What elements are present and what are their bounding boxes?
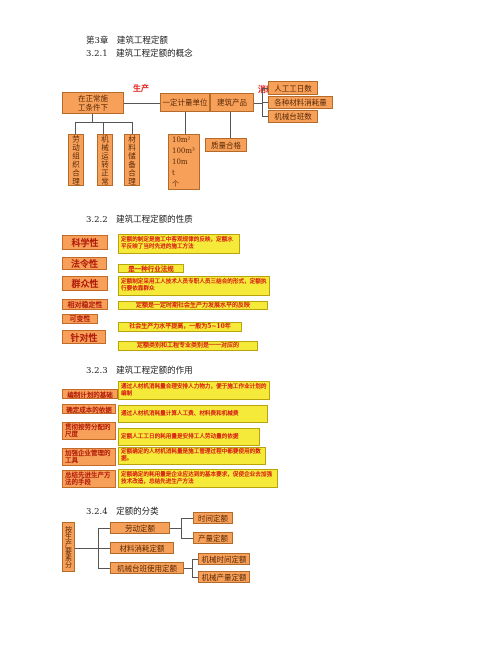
condition-line-2: 工条件下	[78, 103, 108, 112]
role-desc-cost: 通过人材机消耗量计算人工费、材料费和机械费	[118, 405, 268, 423]
labor-days-box: 人工工日数	[268, 81, 318, 95]
connector	[181, 538, 193, 539]
unit-item: 个	[172, 180, 179, 188]
nature-desc-text: 定额的制定是施工中客观规律的反映，定额水平反映了当时先进的施工方法	[121, 237, 233, 250]
nature-desc-text: 定额制定采用工人技术人员专职人员三结合的形式，定额执行要依靠群众	[121, 279, 267, 292]
section-3-2-3-title: 3.2.3 建筑工程定额的作用	[86, 366, 193, 376]
nature-tag-variability: 可变性	[62, 314, 98, 324]
role-desc-management: 定额确定的人材机消耗量是施工管理过程中都要使用的数据。	[118, 447, 266, 465]
nature-tag-stability: 相对稳定性	[62, 299, 108, 310]
role-tag-management: 加强企业管理的工具	[62, 448, 116, 466]
connector	[192, 577, 198, 578]
material-quota-box: 材料消耗定额	[110, 542, 174, 554]
unit-item: t	[172, 169, 175, 177]
connector	[262, 116, 268, 117]
role-desc-text: 定额人工工日的耗用量是安排工人劳动量的依据	[121, 433, 239, 440]
connector	[103, 122, 104, 134]
labor-organization-box: 劳动组织合理	[68, 134, 84, 186]
role-desc-text: 定额确定的耗用量是企业应达到的基本要求，促使企业去加强技术改造，总结先进生产方法	[121, 471, 273, 485]
nature-desc-specificity: 定额类别和工程专业类别是一一对应的	[118, 341, 258, 351]
connector	[184, 568, 192, 569]
consume-label: 消耗	[258, 84, 274, 94]
section-3-2-4-title: 3.2.4 定额的分类	[86, 507, 159, 517]
unit-item: 100m³	[172, 147, 195, 155]
units-box: 10m² 100m³ 10m t 个	[168, 134, 200, 190]
time-quota-box: 时间定额	[193, 512, 233, 524]
role-tag-planning: 编制计划的基础	[62, 389, 118, 399]
connector	[124, 103, 160, 104]
connector	[262, 88, 268, 89]
connector	[192, 559, 198, 560]
unit-box: 一定计量单位	[160, 93, 210, 112]
nature-desc-mass: 定额制定采用工人技术人员专职人员三结合的形式，定额执行要依靠群众	[118, 276, 270, 296]
nature-desc-text: 定额是一定时期社会生产力发展水平的反映	[135, 301, 250, 309]
unit-item: 10m	[172, 158, 188, 166]
machine-time-quota-box: 机械时间定额	[198, 553, 250, 565]
nature-tag-specificity: 针对性	[62, 330, 106, 344]
connector	[75, 122, 76, 134]
produce-label: 生产	[133, 83, 149, 93]
nature-desc-text: 是一种行业法规	[128, 264, 174, 273]
section-3-2-1-title: 3.2.1 建筑工程定额的概念	[86, 49, 193, 59]
connector	[254, 103, 262, 104]
quality-box: 质量合格	[205, 138, 247, 152]
connector	[181, 518, 182, 538]
machine-operation-box: 机械运转正常	[97, 134, 113, 186]
condition-box: 在正常施 工条件下	[62, 92, 124, 114]
connector	[98, 548, 110, 549]
role-desc-text: 定额确定的人材机消耗量是施工管理过程中都要使用的数据。	[121, 449, 261, 462]
role-desc-distribution: 定额人工工日的耗用量是安排工人劳动量的依据	[118, 428, 260, 446]
unit-item: 10m²	[172, 136, 191, 144]
connector	[75, 548, 98, 549]
machine-output-quota-box: 机械产量定额	[198, 571, 250, 583]
nature-desc-legal: 是一种行业法规	[118, 264, 184, 273]
output-quota-box: 产量定额	[193, 532, 233, 544]
classify-root: 按生产要素分	[62, 522, 75, 572]
connector	[92, 114, 93, 122]
nature-desc-stability: 定额是一定时期社会生产力发展水平的反映	[118, 301, 268, 310]
condition-line-1: 在正常施	[78, 94, 108, 103]
nature-desc-variability: 社会生产力水平提高，一般为5~10年	[118, 322, 242, 332]
role-desc-planning: 通过人材机消耗量合理安排人力物力，便于施工作业计划的编制	[118, 381, 270, 400]
connector	[185, 112, 186, 134]
product-box: 建筑产品	[210, 93, 254, 112]
connector	[98, 568, 110, 569]
role-tag-methods: 总结先进生产方法的手段	[62, 470, 116, 488]
nature-tag-mass: 群众性	[62, 276, 108, 291]
material-consumption-box: 各种材料消耗量	[268, 96, 333, 109]
role-desc-methods: 定额确定的耗用量是企业应达到的基本要求，促使企业去加强技术改造，总结先进生产方法	[118, 469, 278, 488]
machine-shift-box: 机械台班数	[268, 110, 318, 123]
section-3-2-2-title: 3.2.2 建筑工程定额的性质	[86, 215, 193, 225]
role-tag-cost: 确定成本的依据	[62, 404, 116, 414]
connector	[170, 528, 181, 529]
connector	[230, 112, 231, 138]
connector	[192, 559, 193, 577]
connector	[98, 528, 110, 529]
connector	[262, 102, 268, 103]
connector	[132, 122, 133, 134]
nature-desc-scientific: 定额的制定是施工中客观规律的反映，定额水平反映了当时先进的施工方法	[118, 234, 240, 254]
nature-tag-legal: 法令性	[62, 257, 107, 270]
connector	[181, 518, 193, 519]
nature-tag-scientific: 科学性	[62, 235, 108, 250]
nature-desc-text: 社会生产力水平提高，一般为5~10年	[129, 323, 231, 330]
machine-quota-box: 机械台班使用定额	[110, 562, 184, 574]
chapter-title: 第3章 建筑工程定额	[86, 36, 168, 46]
material-storage-box: 材料储备合理	[124, 134, 140, 186]
role-desc-text: 通过人材机消耗量计算人工费、材料费和机械费	[121, 410, 239, 417]
role-tag-distribution: 贯彻按劳分配的尺度	[62, 422, 116, 440]
role-desc-text: 通过人材机消耗量合理安排人力物力，便于施工作业计划的编制	[121, 383, 267, 397]
labor-quota-box: 劳动定额	[110, 522, 170, 534]
nature-desc-text: 定额类别和工程专业类别是一一对应的	[136, 342, 239, 349]
